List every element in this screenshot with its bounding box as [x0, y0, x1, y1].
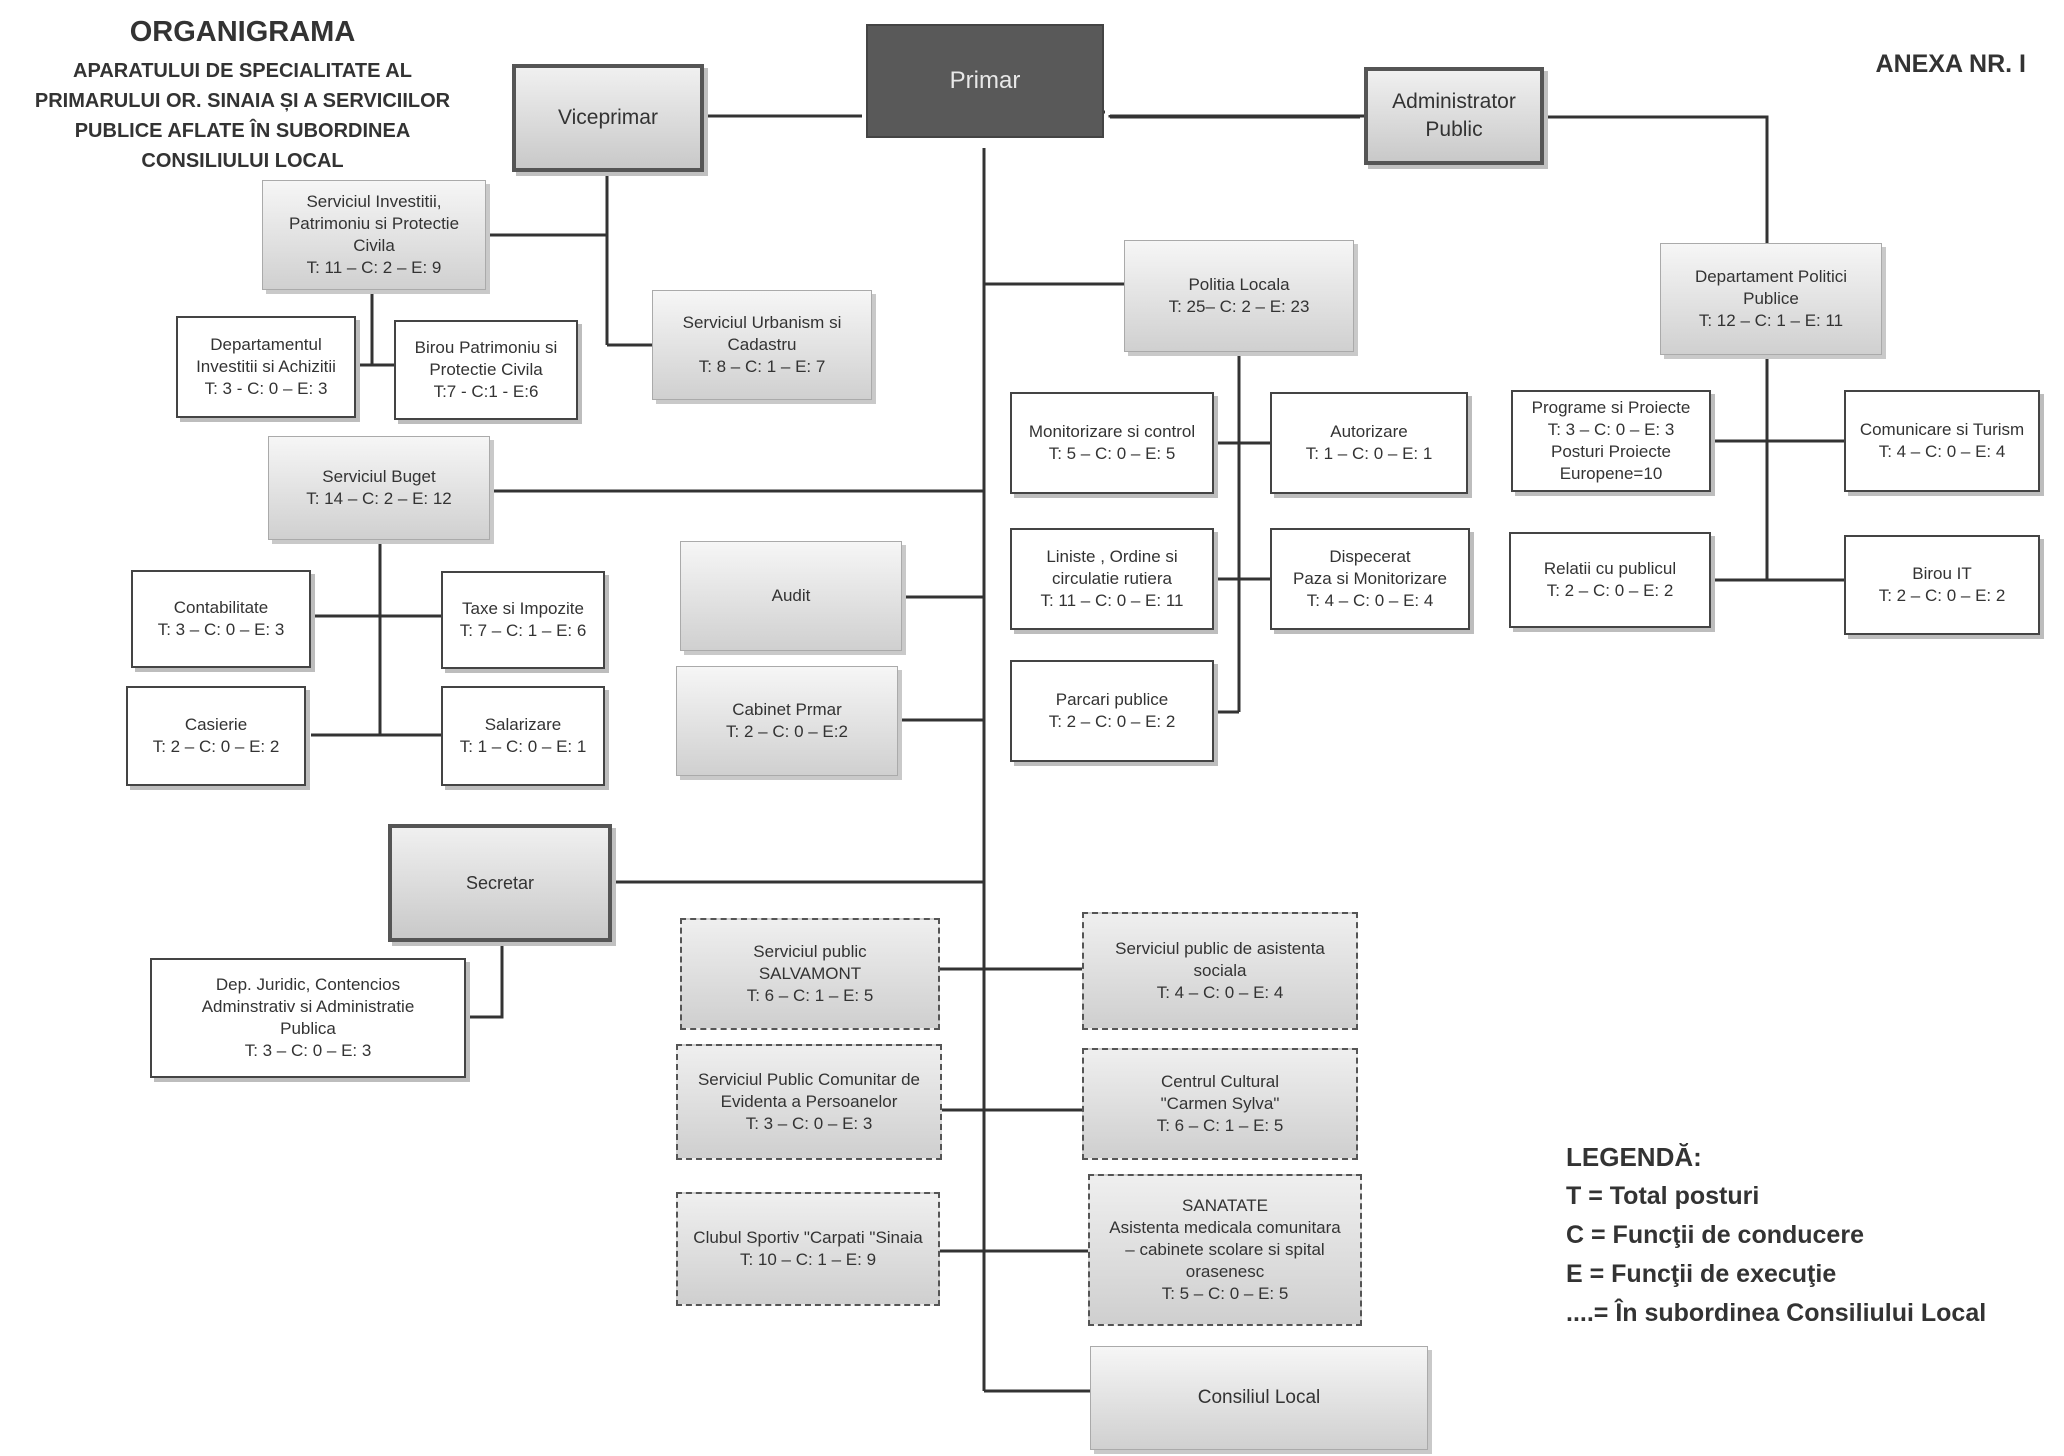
annex-label: ANEXA NR. I — [1875, 50, 2026, 78]
clubul-node: Clubul Sportiv "Carpati "Sinaia T: 10 – … — [676, 1192, 940, 1306]
salarizare-node: Salarizare T: 1 – C: 0 – E: 1 — [441, 686, 605, 786]
salvamont-node: Serviciul public SALVAMONT T: 6 – C: 1 –… — [680, 918, 940, 1030]
liniste-node: Liniste , Ordine si circulatie rutiera T… — [1010, 528, 1214, 630]
relatii-node: Relatii cu publicul T: 2 – C: 0 – E: 2 — [1509, 532, 1711, 628]
birou-patrimoniu-node: Birou Patrimoniu si Protectie Civila T:7… — [394, 320, 578, 420]
viceprimar-node: Viceprimar — [512, 64, 704, 172]
parcari-node: Parcari publice T: 2 – C: 0 – E: 2 — [1010, 660, 1214, 762]
cultural-node: Centrul Cultural "Carmen Sylva" T: 6 – C… — [1082, 1048, 1358, 1160]
legend-item: C = Funcţii de conducere — [1566, 1221, 1864, 1249]
dep-politici-node: Departament Politici Publice T: 12 – C: … — [1660, 243, 1882, 355]
dispecerat-node: Dispecerat Paza si Monitorizare T: 4 – C… — [1270, 528, 1470, 630]
cabinet-node: Cabinet Prmar T: 2 – C: 0 – E:2 — [676, 666, 898, 776]
casierie-node: Casierie T: 2 – C: 0 – E: 2 — [126, 686, 306, 786]
programe-node: Programe si Proiecte T: 3 – C: 0 – E: 3 … — [1511, 390, 1711, 492]
politia-node: Politia Locala T: 25– C: 2 – E: 23 — [1124, 240, 1354, 352]
buget-node: Serviciul Buget T: 14 – C: 2 – E: 12 — [268, 436, 490, 540]
chart-subtitle: APARATULUI DE SPECIALITATE AL PRIMARULUI… — [34, 60, 451, 172]
legend-item: E = Funcţii de execuţie — [1566, 1260, 1837, 1288]
sanatate-node: SANATATE Asistenta medicala comunitara –… — [1088, 1174, 1362, 1326]
primar-node: Primar — [866, 24, 1104, 138]
urbanism-node: Serviciul Urbanism si Cadastru T: 8 – C:… — [652, 290, 872, 400]
audit-node: Audit — [680, 541, 902, 651]
legend-item: ....= În subordinea Consiliului Local — [1566, 1299, 1987, 1327]
administrator-node: Administrator Public — [1364, 67, 1544, 165]
asistenta-node: Serviciul public de asistenta sociala T:… — [1082, 912, 1358, 1030]
evidenta-node: Serviciul Public Comunitar de Evidenta a… — [676, 1044, 942, 1160]
dep-investitii-node: Departamentul Investitii si Achizitii T:… — [176, 316, 356, 418]
birou-it-node: Birou IT T: 2 – C: 0 – E: 2 — [1844, 535, 2040, 635]
legend-title: LEGENDĂ: — [1566, 1142, 1702, 1172]
consiliul-node: Consiliul Local — [1090, 1346, 1428, 1450]
comunicare-node: Comunicare si Turism T: 4 – C: 0 – E: 4 — [1844, 390, 2040, 492]
monitorizare-node: Monitorizare si control T: 5 – C: 0 – E:… — [1010, 392, 1214, 494]
secretar-node: Secretar — [388, 824, 612, 942]
legend: LEGENDĂ: T = Total posturi C = Funcţii d… — [1566, 1138, 1986, 1333]
juridic-node: Dep. Juridic, Contencios Adminstrativ si… — [150, 958, 466, 1078]
legend-item: T = Total posturi — [1566, 1182, 1760, 1210]
contabilitate-node: Contabilitate T: 3 – C: 0 – E: 3 — [131, 570, 311, 668]
autorizare-node: Autorizare T: 1 – C: 0 – E: 1 — [1270, 392, 1468, 494]
taxe-node: Taxe si Impozite T: 7 – C: 1 – E: 6 — [441, 571, 605, 669]
investitii-node: Serviciul Investitii, Patrimoniu si Prot… — [262, 180, 486, 290]
chart-title: ORGANIGRAMA — [129, 16, 356, 48]
